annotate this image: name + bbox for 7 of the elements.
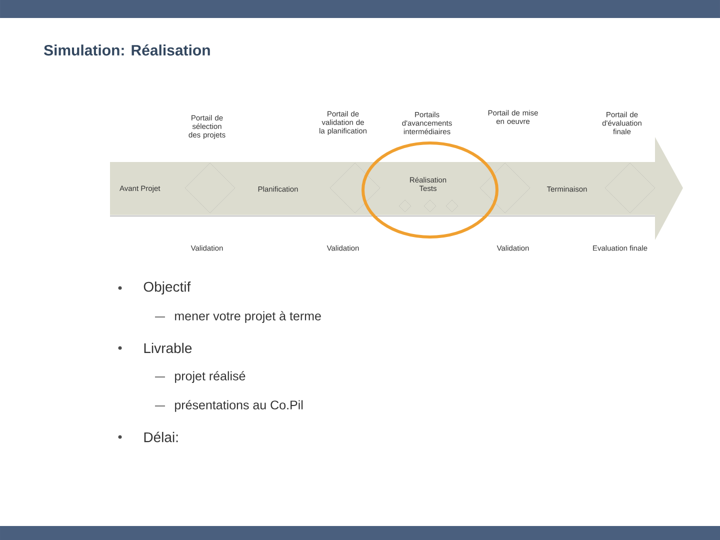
sub-bullet-text: présentations au Co.Pil [175,400,303,412]
sub-bullet-text: mener votre projet à terme [175,311,321,323]
title: Simulation: Réalisation [44,44,210,56]
bullet-text: Objectif [144,281,191,295]
bullet-text: Livrable [144,342,192,354]
bullet-text: Délai: [144,432,178,442]
sub-bullet-text: projet réalisé [175,371,246,383]
